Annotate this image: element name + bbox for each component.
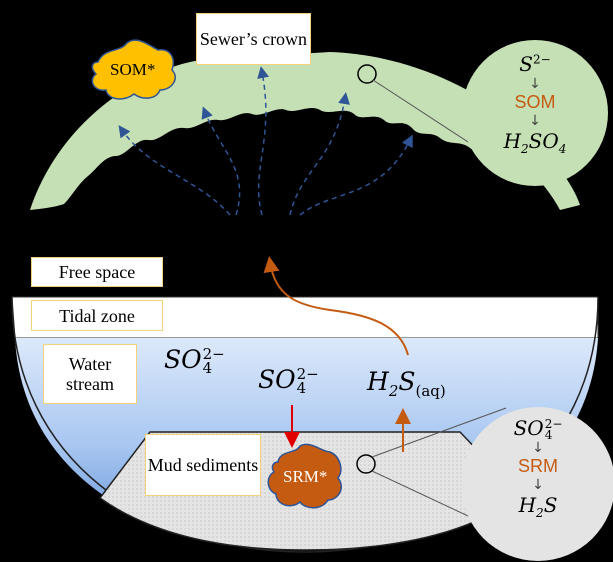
- mud-sediments-label: Mud sediments: [145, 434, 261, 496]
- water-stream-text: Water stream: [66, 354, 114, 394]
- srm-text: SRM: [518, 456, 558, 477]
- sediment-inset-circle: [461, 407, 613, 561]
- flux-line-1: [118, 125, 231, 216]
- h2s-emission-arrow: [263, 256, 409, 356]
- hydrogen-sulfide-aq: H2S(aq): [367, 367, 446, 400]
- sewer-crown-arc: [30, 52, 580, 210]
- som-text: SOM: [514, 92, 556, 112]
- flux-line-5: [299, 134, 413, 216]
- srm-blob-label: SRM*: [283, 467, 328, 486]
- sediment-arrow-1: ↓: [532, 440, 544, 457]
- flux-line-4: [289, 92, 350, 216]
- tidal-zone-label: Tidal zone: [31, 300, 163, 331]
- crown-arrow-1: ↓: [529, 76, 541, 92]
- free-space-text: Free space: [58, 262, 136, 282]
- som-blob: [91, 39, 176, 100]
- sulfide-ion: S2−: [519, 52, 551, 76]
- sewers-crown-text: Sewer’s crown: [199, 29, 308, 49]
- srm-blob: [267, 443, 342, 509]
- flux-line-2: [201, 106, 241, 216]
- sulfide-gas-flux-lines: [118, 66, 413, 216]
- crown-inset-circle: [462, 40, 608, 186]
- som-blob-label: SOM*: [110, 60, 156, 79]
- hydrogen-sulfide: H2S: [518, 493, 558, 521]
- sediment-arrow-2: ↓: [532, 477, 544, 494]
- crown-arrow-2: ↓: [529, 113, 541, 129]
- crown-inset-chain: S2− ↓ SOM ↓ H2SO4: [485, 52, 585, 156]
- sediment-zoom-circle: [356, 454, 376, 474]
- flux-line-3: [257, 66, 270, 216]
- crown-zoom-circle: [357, 64, 377, 84]
- mud-sediments-text: Mud sediments: [147, 455, 259, 475]
- water-stream-label: Water stream: [43, 344, 137, 404]
- tidal-zone-text: Tidal zone: [59, 305, 135, 326]
- sulfuric-acid: H2SO4: [503, 129, 567, 156]
- free-space-label: Free space: [31, 257, 163, 287]
- sediment-zoom-line-upper: [371, 407, 507, 458]
- sewers-crown-label: Sewer’s crown: [196, 13, 311, 65]
